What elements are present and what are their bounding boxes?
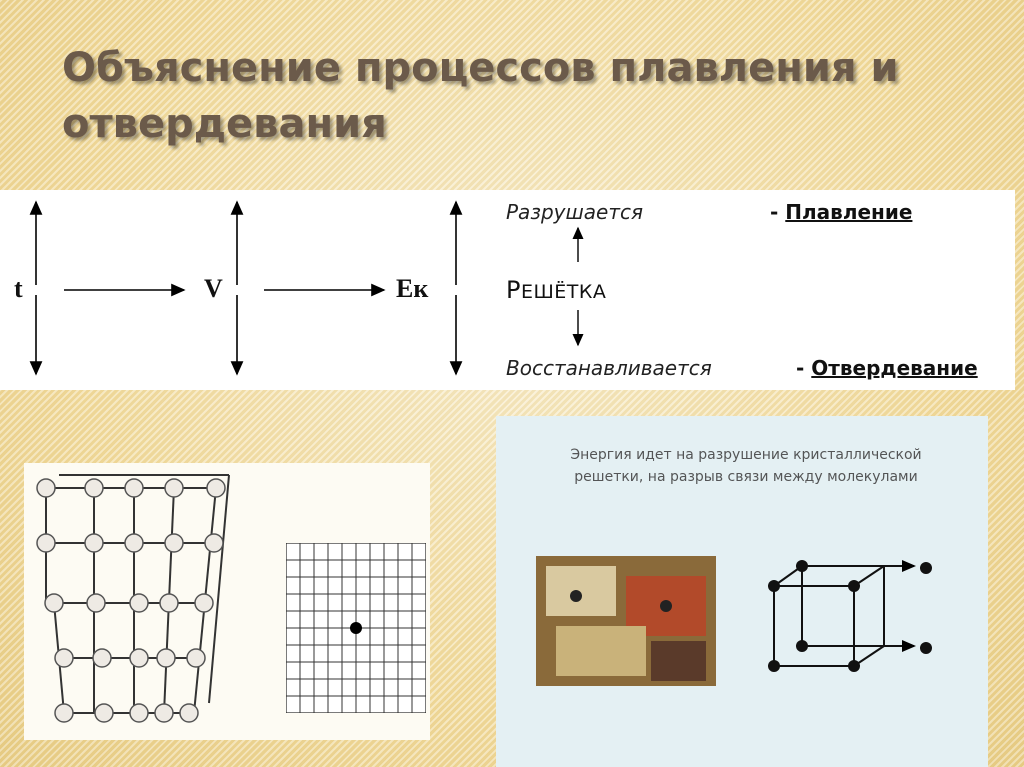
solidification-label: - Отвердевание [796, 356, 978, 380]
breaking-lattice-cube-image [768, 560, 932, 672]
lattice-word: РЕШЁТКА [506, 276, 607, 304]
melting-photo-image [536, 556, 716, 686]
crystal-lattice-3d-image [36, 474, 230, 723]
restored-text: Восстанавливается [506, 356, 712, 380]
destroyed-text: Разрушается [506, 200, 644, 224]
t-label: t [14, 274, 23, 303]
slide-title: Объяснение процессов плавления и отверде… [62, 45, 899, 147]
lattice-illustration-panel [24, 463, 430, 740]
melting-label: - Плавление [770, 200, 913, 224]
crystal-defect-2d-image [286, 543, 426, 713]
scheme-band: t V Eк Разрушается - Плавление РЕШЁТКА В… [0, 190, 1015, 390]
v-label: V [204, 274, 223, 303]
energy-explanation-panel: Энергия идет на разрушение кристаллическ… [496, 416, 988, 767]
ek-label: Eк [396, 274, 429, 303]
energy-caption: Энергия идет на разрушение кристаллическ… [570, 447, 922, 485]
scheme-arrows [29, 200, 584, 376]
